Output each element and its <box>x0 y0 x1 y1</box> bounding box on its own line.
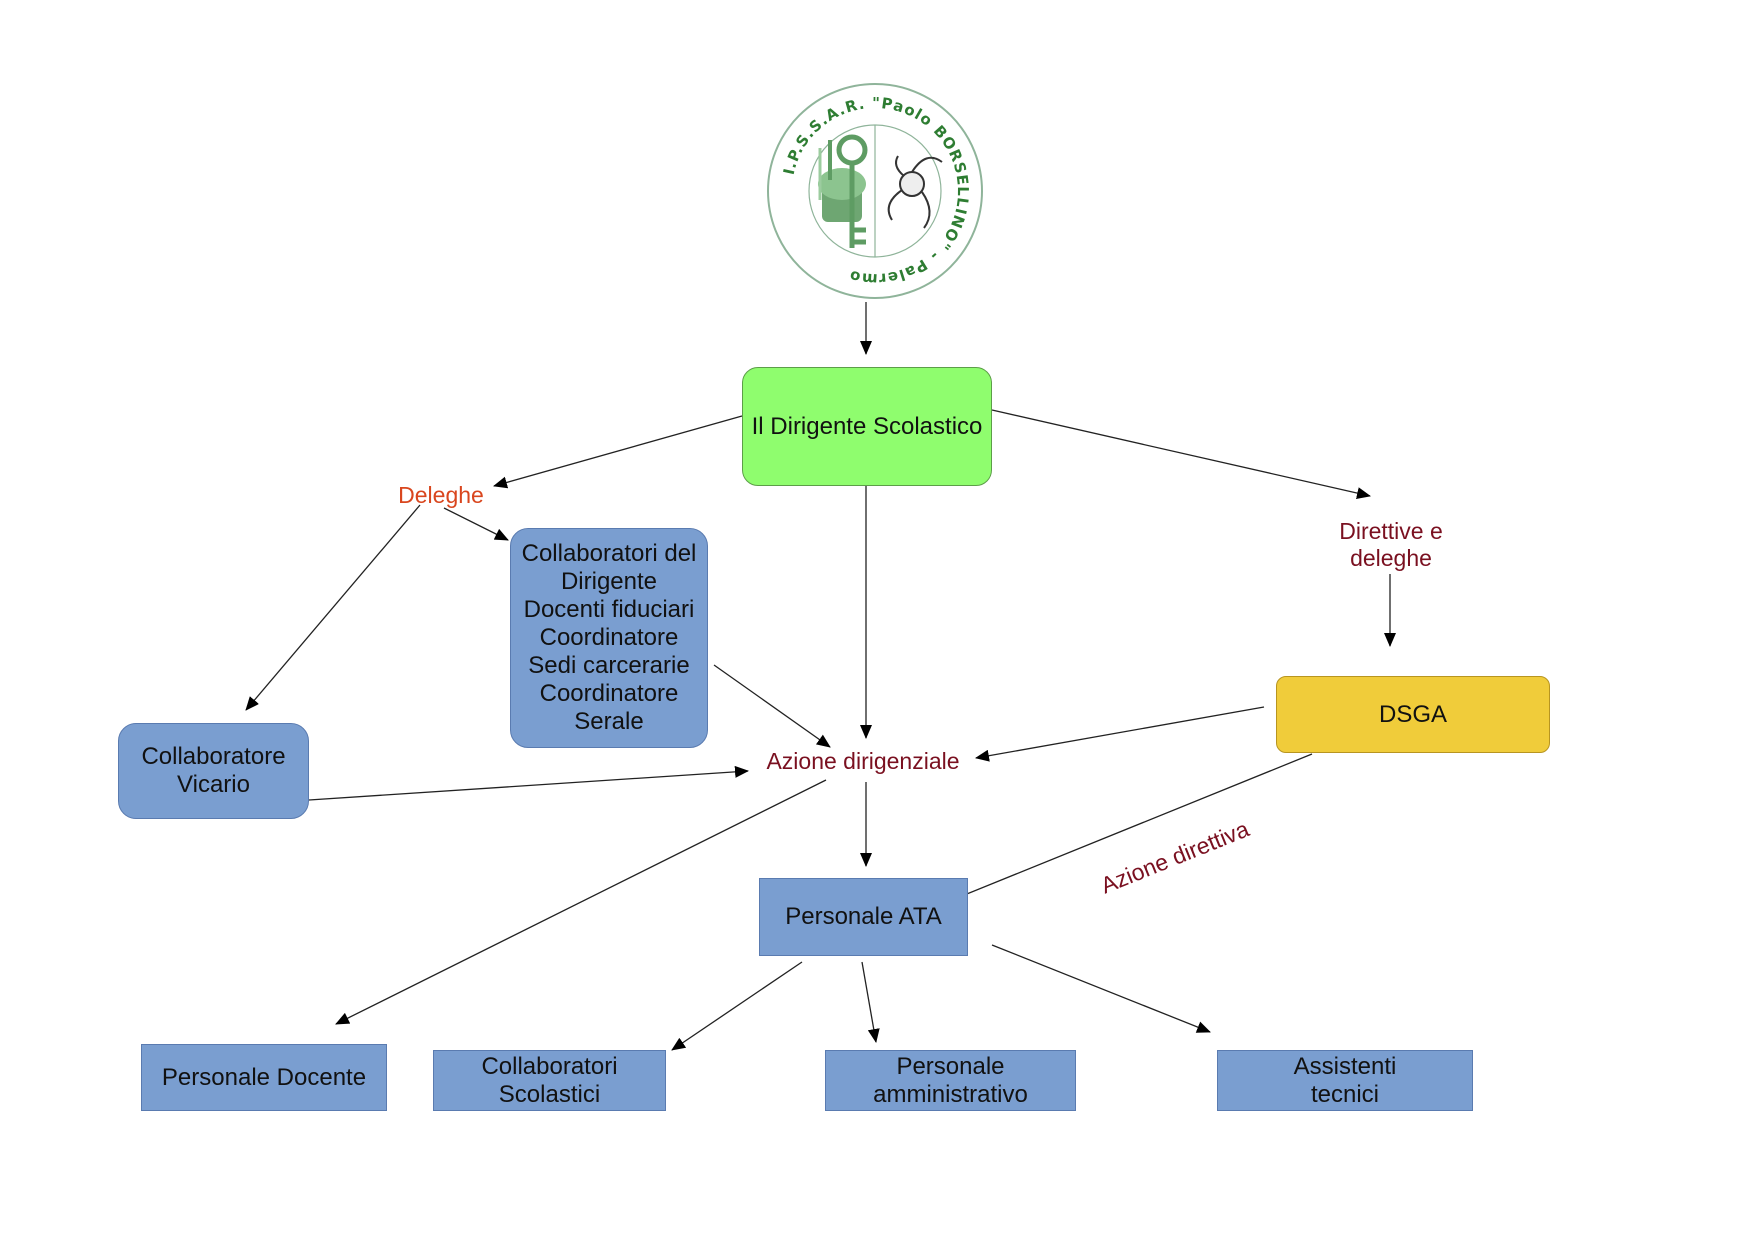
arrow-deleghe-to-collaboratori <box>443 507 509 541</box>
key-icon <box>836 134 868 248</box>
personale-amministrativo-box: Personale amministrativo <box>825 1050 1076 1111</box>
personale-ata-box: Personale ATA <box>759 878 968 956</box>
arrow-ata-to-collaboratori-scolastici <box>671 961 803 1051</box>
arrow-deleghe-to-vicario <box>245 504 421 711</box>
personale-docente-box: Personale Docente <box>141 1044 387 1111</box>
arrow-collaboratori-to-azione <box>713 664 831 748</box>
arrow-vicario-to-azione <box>308 765 749 801</box>
dsga-box: DSGA <box>1276 676 1550 753</box>
direttive-deleghe-label: Direttive e deleghe <box>1339 518 1443 571</box>
collaboratori-dirigente-box: Collaboratori del Dirigente Docenti fidu… <box>510 528 708 748</box>
arrow-dirigente-to-deleghe <box>493 415 743 489</box>
deleghe-label: Deleghe <box>398 482 484 508</box>
assistenti-tecnici-box: Assistenti tecnici <box>1217 1050 1473 1111</box>
arrow-azione-to-docente <box>335 779 827 1025</box>
dirigente-scolastico-box: Il Dirigente Scolastico <box>742 367 992 486</box>
arrow-dsga-to-ata <box>951 753 1313 901</box>
azione-dirigenziale-label: Azione dirigenziale <box>766 748 960 774</box>
school-logo: I.P.S.S.A.R. "Paolo BORSELLINO" - Palerm… <box>767 83 983 299</box>
arrow-ata-to-amministrativo <box>861 961 880 1043</box>
collaboratore-vicario-box: Collaboratore Vicario <box>118 723 309 819</box>
arrow-dsga-to-azione <box>975 706 1265 762</box>
arrow-dirigente-to-direttive <box>991 409 1371 499</box>
trinacria-icon <box>887 155 943 229</box>
arrow-ata-to-tecnici <box>991 944 1211 1033</box>
collaboratori-scolastici-box: Collaboratori Scolastici <box>433 1050 666 1111</box>
